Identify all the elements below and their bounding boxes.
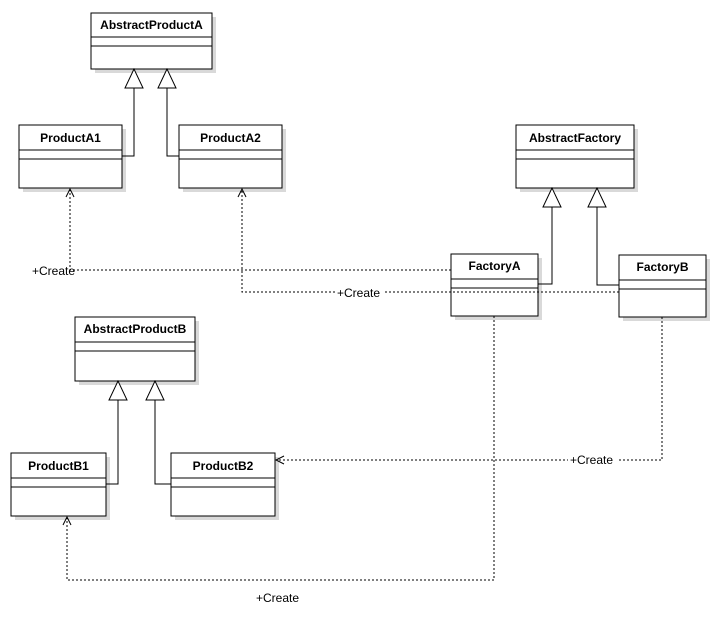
class-name: AbstractProductA — [100, 18, 203, 32]
class-abstract-factory[interactable]: AbstractFactory — [515, 124, 638, 192]
dependency-label: +Create — [32, 264, 75, 278]
class-factory-a[interactable]: FactoryA — [450, 253, 542, 320]
dependency-factory-b-creates-b2: +Create — [274, 317, 663, 467]
dependency-label: +Create — [570, 453, 613, 467]
class-product-a1[interactable]: ProductA1 — [18, 124, 126, 192]
class-product-b1[interactable]: ProductB1 — [10, 452, 110, 520]
class-product-b2[interactable]: ProductB2 — [170, 452, 279, 520]
class-product-a2[interactable]: ProductA2 — [178, 124, 286, 192]
class-factory-b[interactable]: FactoryB — [618, 254, 710, 321]
generalization-b2-to-abstract-b — [145, 379, 171, 485]
class-name: ProductB1 — [28, 459, 89, 473]
dependency-factory-a-creates-a1: +Create — [32, 187, 451, 278]
class-name: ProductA1 — [40, 131, 101, 145]
class-name: AbstractFactory — [529, 131, 621, 145]
generalization-a1-to-abstract-a — [122, 67, 144, 157]
class-name: FactoryB — [636, 260, 688, 274]
generalization-factory-b-to-abstract-factory — [587, 186, 619, 286]
class-name: ProductA2 — [200, 131, 261, 145]
class-name: AbstractProductB — [84, 322, 187, 336]
dependency-factory-a-creates-b1: +Create — [62, 316, 495, 605]
class-name: FactoryA — [468, 259, 520, 273]
dependency-factory-b-creates-a2: +Create — [237, 187, 619, 300]
generalization-a2-to-abstract-a — [157, 67, 179, 157]
generalization-factory-a-to-abstract-factory — [538, 186, 562, 285]
class-abstract-product-a[interactable]: AbstractProductA — [90, 12, 216, 73]
dependency-label: +Create — [256, 591, 299, 605]
class-name: ProductB2 — [193, 459, 254, 473]
class-abstract-product-b[interactable]: AbstractProductB — [74, 316, 199, 385]
generalization-b1-to-abstract-b — [106, 379, 128, 485]
dependency-label: +Create — [337, 286, 380, 300]
